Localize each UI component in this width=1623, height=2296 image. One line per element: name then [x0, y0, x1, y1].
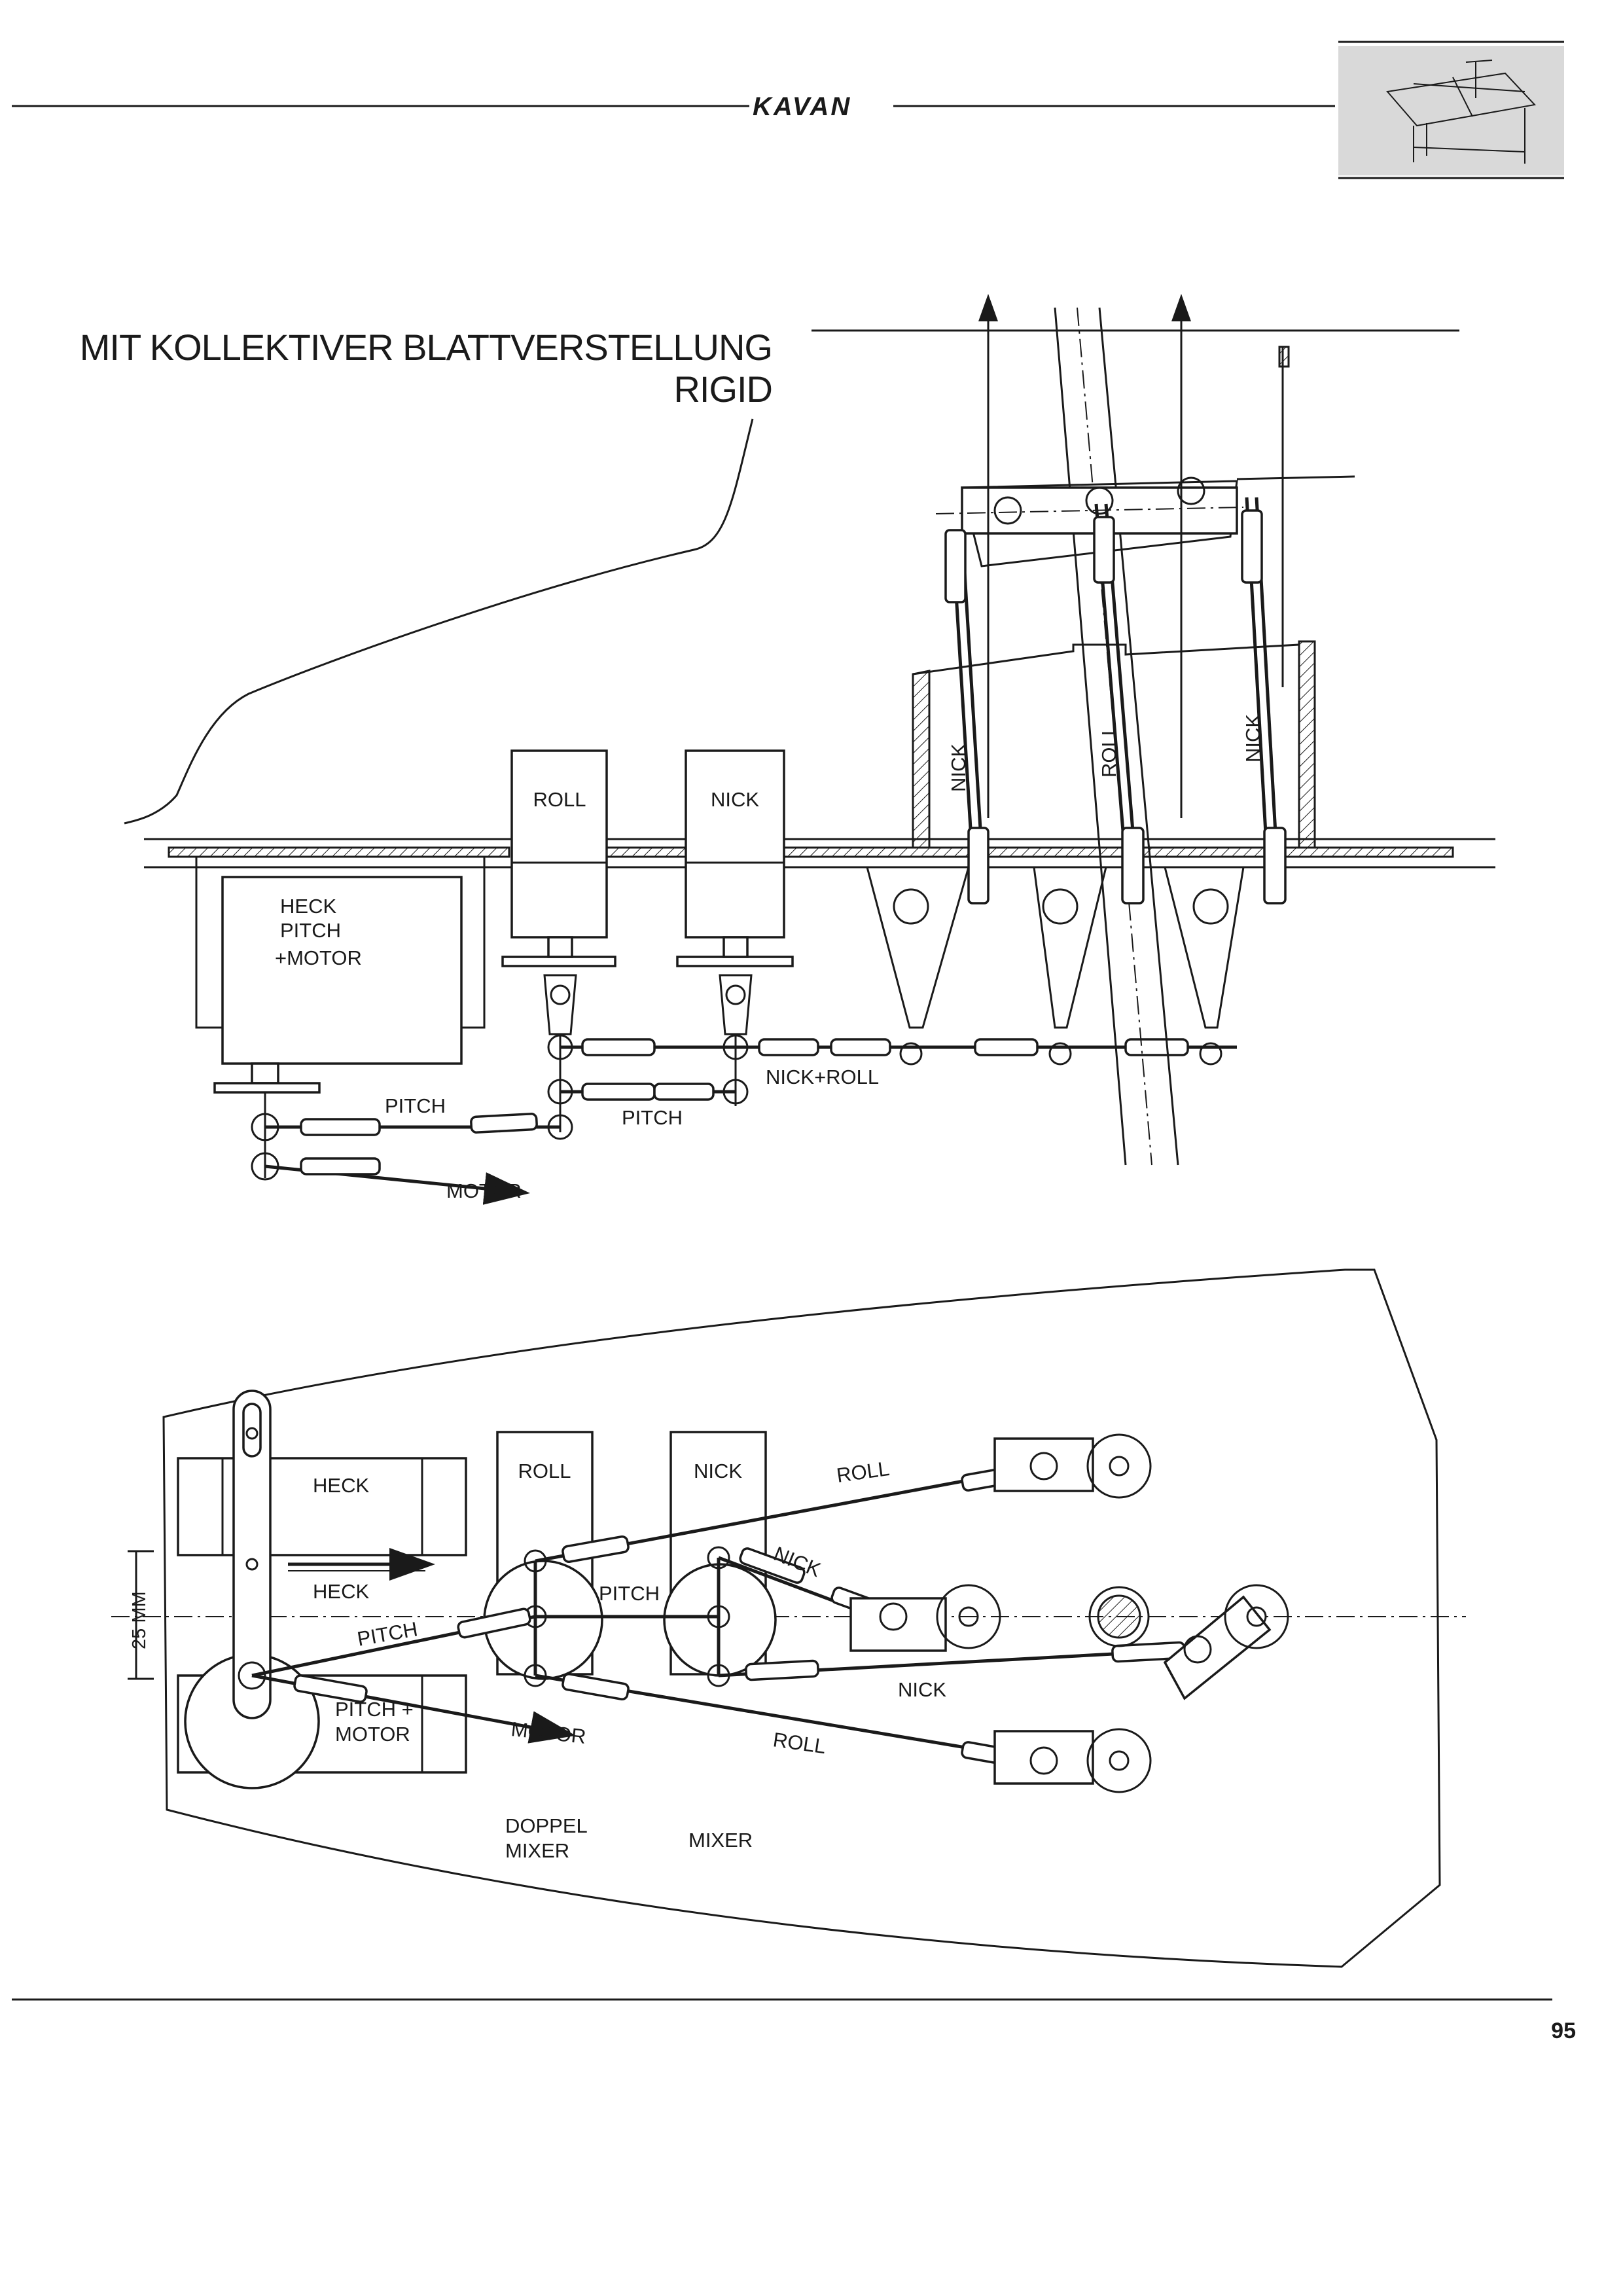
svg-text:HECK: HECK [280, 895, 336, 918]
page-number: 95 [1551, 2018, 1576, 2043]
servo-roll-side [510, 749, 608, 939]
servo-heck-pitch-motor [221, 876, 463, 1065]
diagram-title: MIT KOLLEKTIVER BLATTVERSTELLUNG RIGID [80, 327, 773, 410]
main-shaft [1054, 307, 1127, 1166]
svg-text:DOPPEL: DOPPEL [505, 1814, 588, 1837]
svg-text:NICK: NICK [711, 788, 759, 811]
canopy-outline [124, 418, 754, 825]
svg-text:ROLL: ROLL [772, 1728, 827, 1758]
title-line-1: MIT KOLLEKTIVER BLATTVERSTELLUNG [80, 327, 772, 368]
svg-text:PITCH: PITCH [622, 1106, 683, 1129]
svg-text:MOTOR: MOTOR [510, 1717, 587, 1748]
main-shaft-section [1097, 1594, 1141, 1639]
top-bellcranks [849, 1433, 1289, 1793]
svg-text:MIXER: MIXER [688, 1829, 753, 1852]
servo-nick-side [685, 749, 785, 939]
svg-text:HECK: HECK [313, 1580, 369, 1603]
svg-text:NICK: NICK [694, 1460, 742, 1482]
svg-text:PITCH: PITCH [280, 919, 341, 942]
page-header: KAVAN [12, 41, 1564, 179]
svg-text:PITCH: PITCH [355, 1617, 419, 1651]
svg-text:NICK+ROLL: NICK+ROLL [766, 1066, 879, 1088]
svg-text:NICK: NICK [947, 744, 970, 792]
brand-logo: KAVAN [753, 92, 851, 121]
servo-heck-top [177, 1457, 467, 1556]
title-line-2: RIGID [673, 368, 772, 410]
svg-text:MOTOR: MOTOR [335, 1723, 410, 1746]
swashplate [961, 480, 1238, 567]
svg-text:PITCH: PITCH [599, 1582, 660, 1605]
svg-text:PITCH +: PITCH + [335, 1698, 414, 1721]
svg-text:MOTOR: MOTOR [446, 1179, 522, 1202]
side-view-diagram: HECK PITCH +MOTOR ROLL NICK [124, 294, 1495, 1205]
svg-text:ROLL: ROLL [518, 1460, 571, 1482]
svg-text:NICK: NICK [1241, 714, 1264, 762]
frame-plate [168, 846, 510, 858]
svg-text:ROLL: ROLL [1097, 725, 1120, 778]
top-view-diagram: 25 MM HECK HECK PITCH + MOTOR ROLL NICK [111, 1268, 1466, 1968]
dimension-label: 25 MM [129, 1591, 150, 1649]
bellcranks [866, 866, 1245, 1029]
svg-text:+MOTOR: +MOTOR [275, 946, 362, 969]
fuselage-outline [162, 1268, 1441, 1968]
top-linkage-rods [251, 1463, 1198, 1770]
side-linkage-rods [264, 1034, 1237, 1205]
svg-text:HECK: HECK [313, 1474, 369, 1497]
heck-lever [232, 1390, 272, 1719]
svg-text:ROLL: ROLL [533, 788, 586, 811]
svg-text:ROLL: ROLL [835, 1457, 891, 1487]
svg-text:NICK: NICK [898, 1678, 946, 1701]
drafting-table-icon [1338, 46, 1564, 175]
svg-text:PITCH: PITCH [385, 1094, 446, 1117]
page-footer: 95 [12, 1998, 1576, 2043]
svg-text:MIXER: MIXER [505, 1839, 569, 1862]
